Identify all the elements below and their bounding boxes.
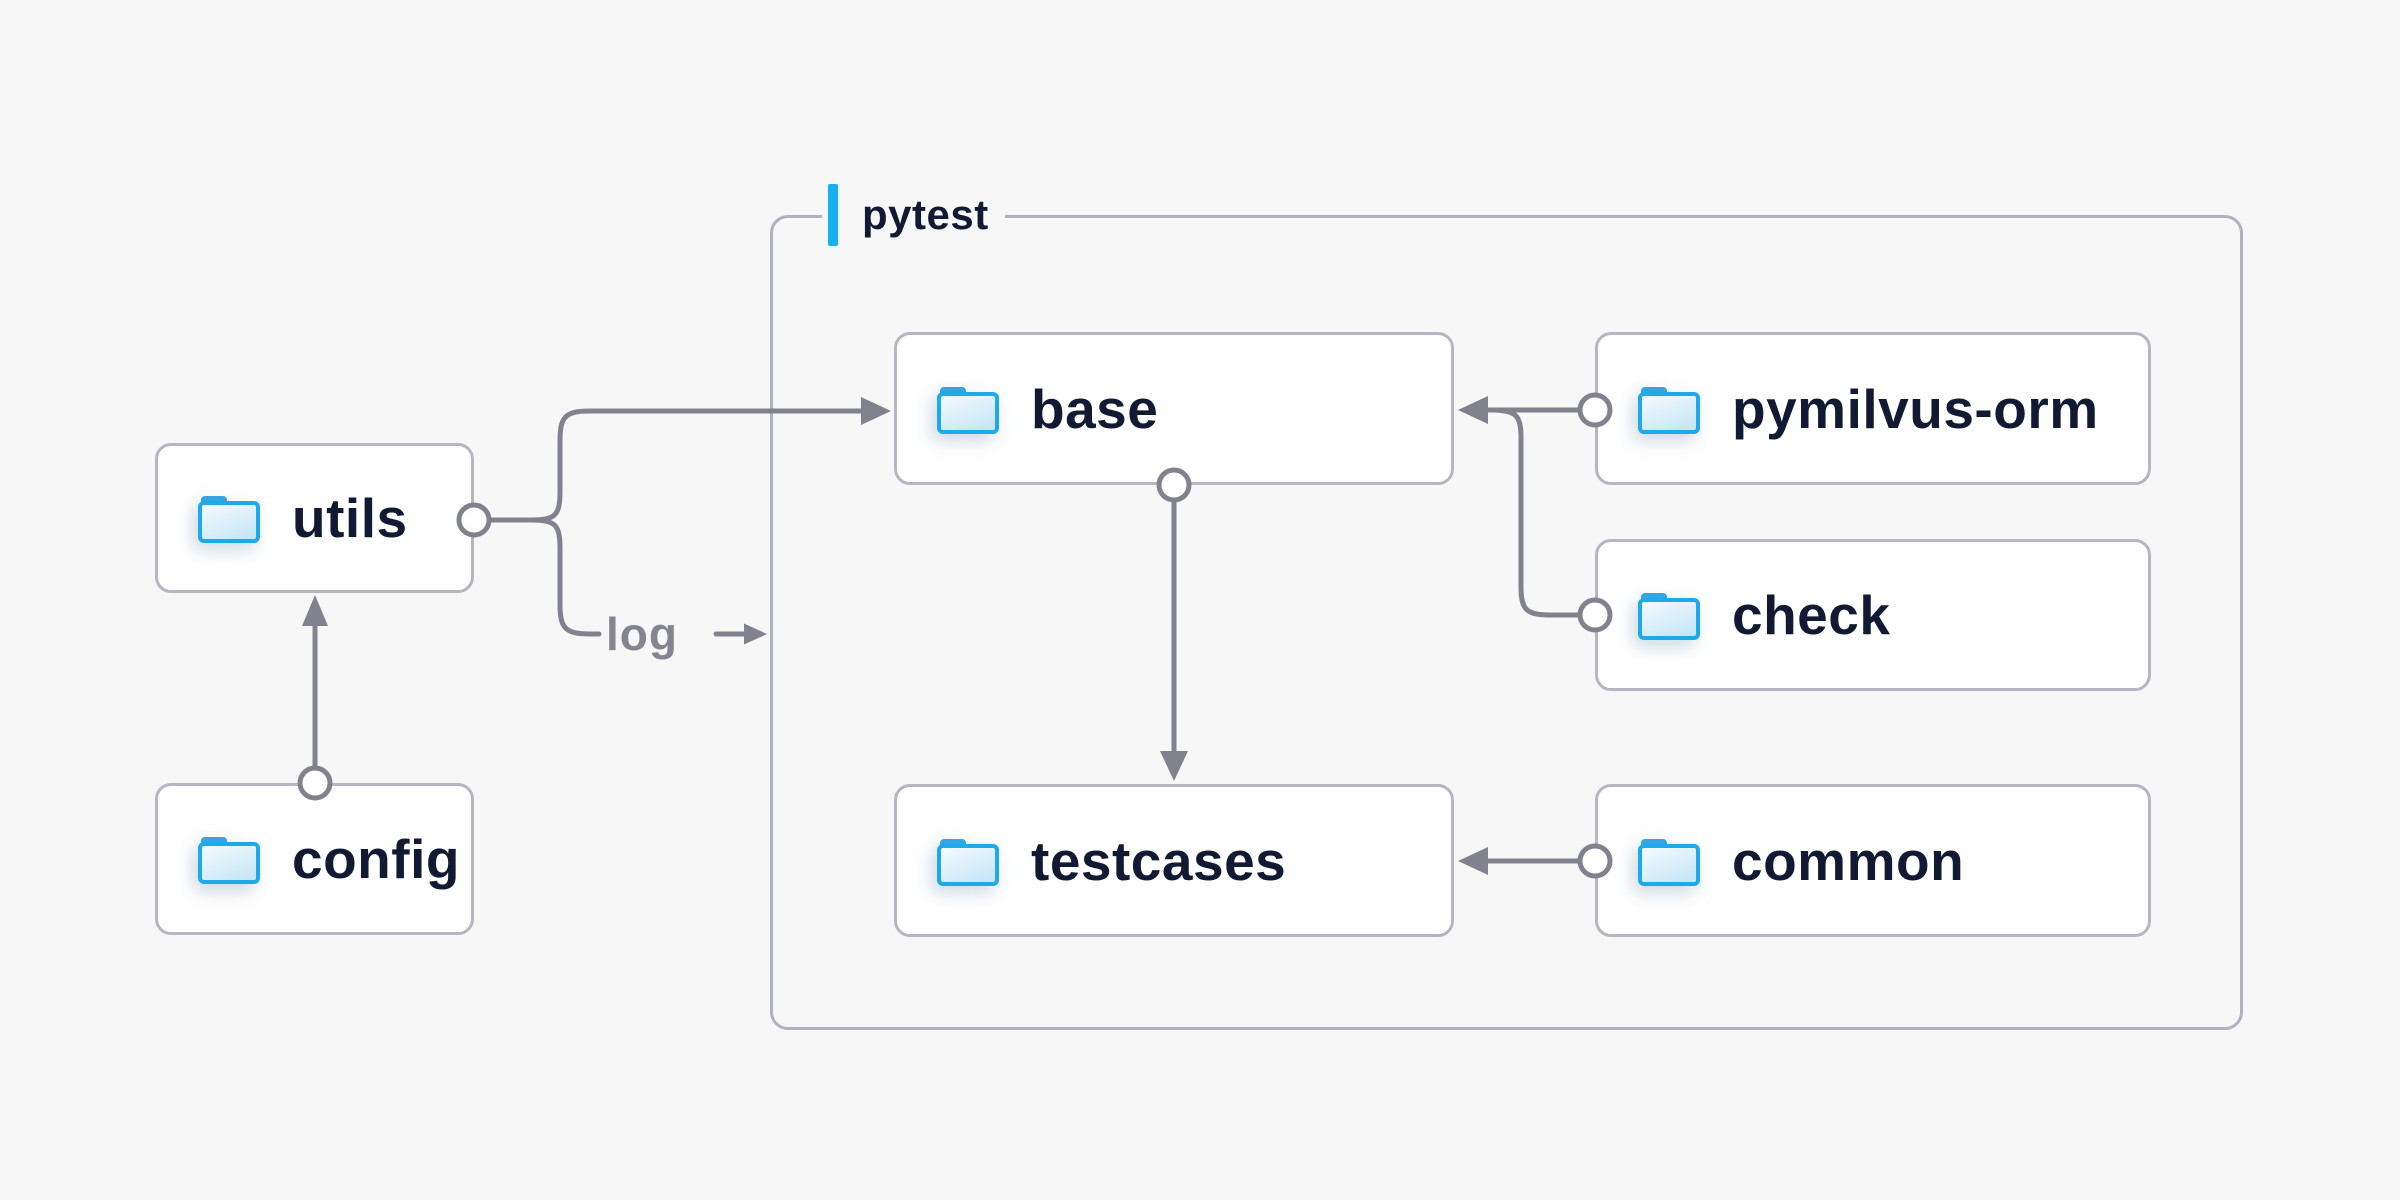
folder-icon	[937, 386, 999, 434]
pytest-group-label: pytest	[822, 183, 1005, 247]
node-base-label: base	[1031, 377, 1159, 440]
node-testcases-label: testcases	[1031, 829, 1287, 892]
folder-icon	[937, 838, 999, 886]
node-common: common	[1595, 784, 2151, 937]
folder-icon	[1638, 838, 1700, 886]
node-pymilvus-orm-label: pymilvus-orm	[1732, 377, 2099, 440]
arrowhead-into-utils	[302, 595, 328, 626]
pytest-accent-bar	[828, 184, 838, 246]
arrowhead-log	[744, 623, 767, 645]
pytest-group	[770, 215, 2243, 1030]
folder-icon	[1638, 593, 1700, 640]
edge-utils-log	[528, 517, 602, 637]
folder-icon	[1638, 386, 1700, 434]
node-check-label: check	[1732, 584, 1891, 646]
pytest-group-title: pytest	[862, 191, 989, 238]
node-config: config	[155, 783, 474, 935]
node-common-label: common	[1732, 829, 1965, 892]
node-utils-label: utils	[292, 487, 408, 549]
folder-icon	[198, 496, 260, 543]
folder-icon	[198, 837, 260, 884]
node-utils: utils	[155, 443, 474, 593]
node-check: check	[1595, 539, 2151, 691]
node-pymilvus-orm: pymilvus-orm	[1595, 332, 2151, 485]
log-edge-label: log	[606, 608, 678, 660]
node-config-label: config	[292, 828, 460, 890]
node-base: base	[894, 332, 1454, 485]
node-testcases: testcases	[894, 784, 1454, 937]
